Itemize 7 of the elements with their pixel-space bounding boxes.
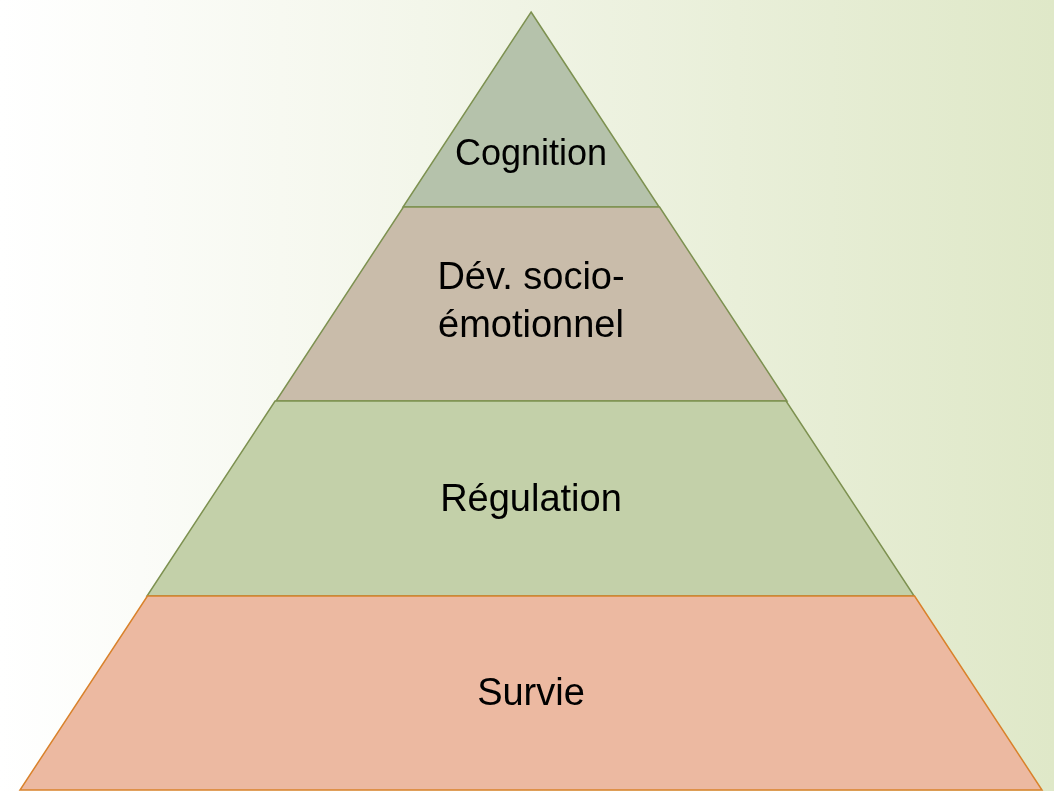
pyramid-level (147, 401, 915, 596)
level-label: Cognition (454, 130, 608, 175)
level-label: Régulation (440, 475, 622, 521)
pyramid-level (20, 596, 1042, 790)
pyramid-level (275, 207, 787, 401)
level-label: Dév. socio-émotionnel (436, 253, 626, 347)
level-label: Survie (477, 670, 585, 716)
